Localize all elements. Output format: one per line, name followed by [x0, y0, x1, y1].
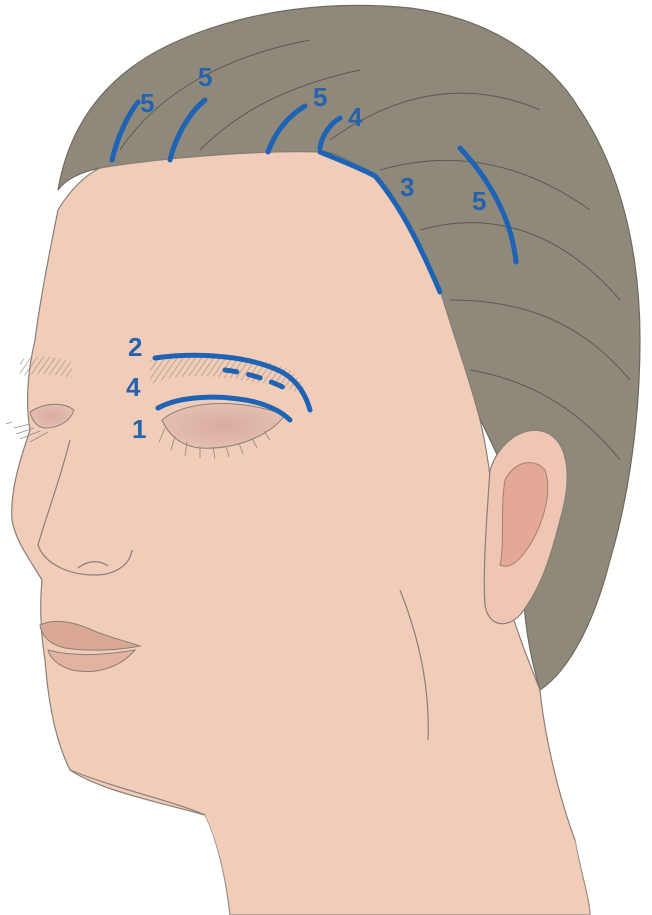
- label-temple-far: 5: [472, 186, 486, 216]
- label-temporal: 3: [400, 172, 414, 202]
- label-hairline-2: 5: [198, 62, 212, 92]
- label-hairline-4: 4: [348, 102, 363, 132]
- label-upper-lid: 2: [128, 332, 142, 362]
- label-hairline-3: 5: [313, 82, 327, 112]
- label-hairline-1: 5: [140, 88, 154, 118]
- label-brow-dashed: 4: [126, 372, 141, 402]
- label-lower-lid: 1: [132, 414, 146, 444]
